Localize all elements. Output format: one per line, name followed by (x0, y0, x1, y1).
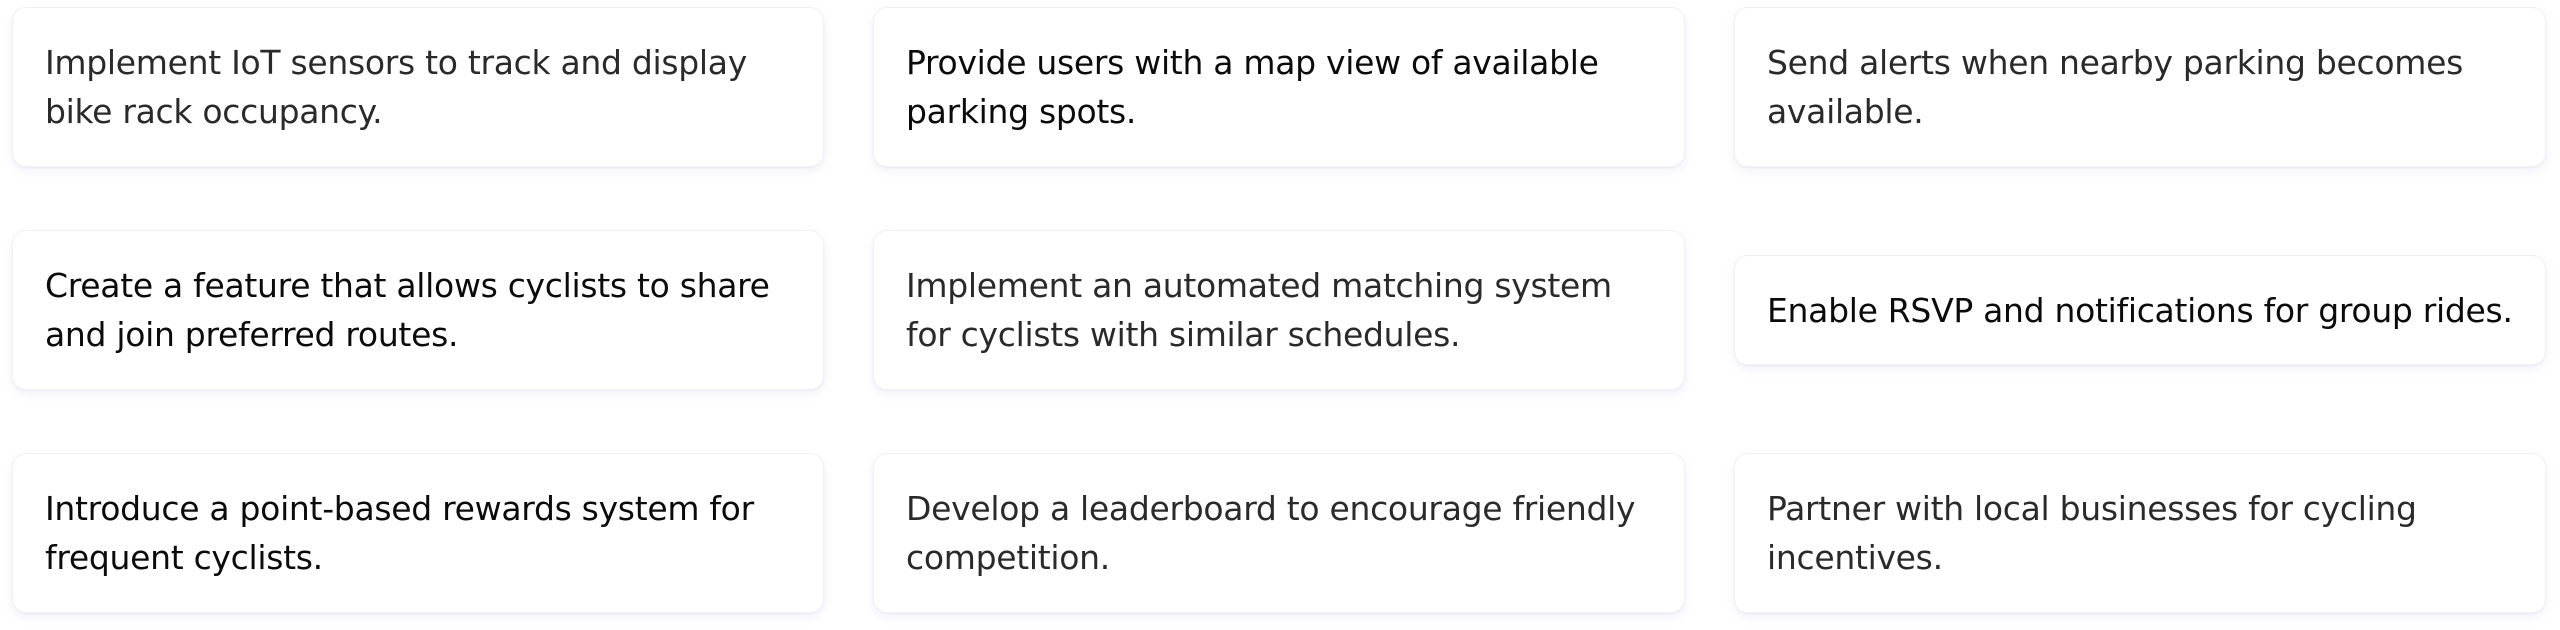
feature-card-iot-sensors[interactable]: Implement IoT sensors to track and displ… (12, 7, 824, 167)
feature-card-text: Enable RSVP and notifications for group … (1767, 290, 2513, 330)
feature-card-map-view[interactable]: Provide users with a map view of availab… (873, 7, 1685, 167)
feature-card-rewards[interactable]: Introduce a point-based rewards system f… (12, 453, 824, 613)
feature-card-matching-system[interactable]: Implement an automated matching system f… (873, 230, 1685, 390)
feature-card-text: Implement IoT sensors to track and displ… (45, 43, 747, 131)
feature-card-leaderboard[interactable]: Develop a leaderboard to encourage frien… (873, 453, 1685, 613)
feature-card-text: Provide users with a map view of availab… (906, 43, 1599, 131)
feature-card-parking-alerts[interactable]: Send alerts when nearby parking becomes … (1734, 7, 2546, 167)
feature-card-text: Create a feature that allows cyclists to… (45, 266, 770, 354)
feature-card-text: Implement an automated matching system f… (906, 266, 1612, 354)
feature-card-local-partners[interactable]: Partner with local businesses for cyclin… (1734, 453, 2546, 613)
feature-card-share-routes[interactable]: Create a feature that allows cyclists to… (12, 230, 824, 390)
feature-card-text: Develop a leaderboard to encourage frien… (906, 489, 1636, 577)
feature-card-group-rides[interactable]: Enable RSVP and notifications for group … (1734, 255, 2546, 365)
feature-card-text: Send alerts when nearby parking becomes … (1767, 43, 2463, 131)
feature-card-text: Introduce a point-based rewards system f… (45, 489, 754, 577)
feature-card-text: Partner with local businesses for cyclin… (1767, 489, 2417, 577)
